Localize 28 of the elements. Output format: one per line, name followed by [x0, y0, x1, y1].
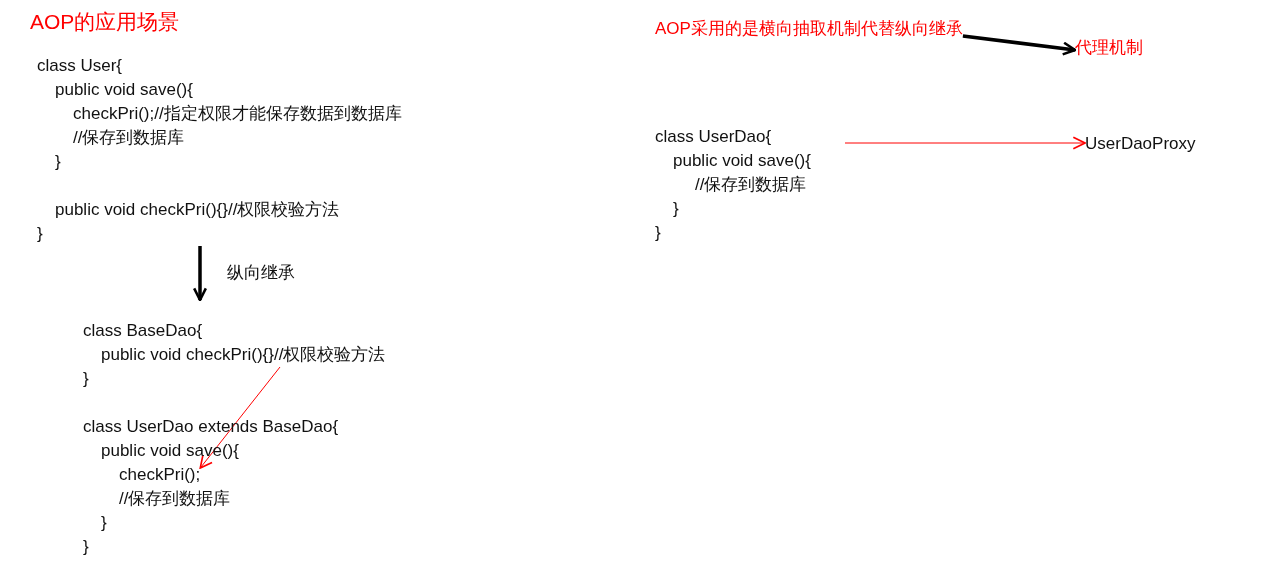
code-line: //保存到数据库: [695, 174, 807, 196]
code-line: }: [655, 222, 661, 244]
code-line: }: [83, 536, 89, 558]
code-line: class UserDao{: [655, 126, 772, 148]
code-line: }: [37, 223, 43, 245]
code-line: }: [55, 151, 61, 173]
code-line: UserDaoProxy: [1085, 132, 1196, 156]
code-line: //保存到数据库: [119, 488, 231, 510]
code-line: }: [101, 512, 107, 534]
arrow: [844, 136, 1086, 150]
code-line: }: [673, 198, 679, 220]
diagram-title: AOP的应用场景: [30, 9, 180, 35]
code-line: public void checkPri(){}//权限校验方法: [101, 343, 386, 367]
arrow: [962, 34, 1077, 56]
code-line: //保存到数据库: [73, 127, 185, 149]
code-line: checkPri();//指定权限才能保存数据到数据库: [73, 103, 402, 125]
code-line: class UserDao extends BaseDao{: [83, 416, 339, 438]
code-line: public void save(){: [673, 150, 811, 172]
note-text: AOP采用的是横向抽取机制代替纵向继承: [655, 17, 963, 41]
code-line: checkPri();: [119, 463, 201, 487]
arrow: [192, 246, 208, 302]
code-line: }: [83, 368, 89, 390]
arrow: [199, 366, 281, 469]
code-line: class User{: [37, 55, 123, 77]
code-line: public void save(){: [55, 79, 193, 101]
note-text: 代理机制: [1075, 36, 1143, 60]
code-line: class BaseDao{: [83, 320, 203, 342]
code-line: public void checkPri(){}//权限校验方法: [55, 199, 340, 221]
